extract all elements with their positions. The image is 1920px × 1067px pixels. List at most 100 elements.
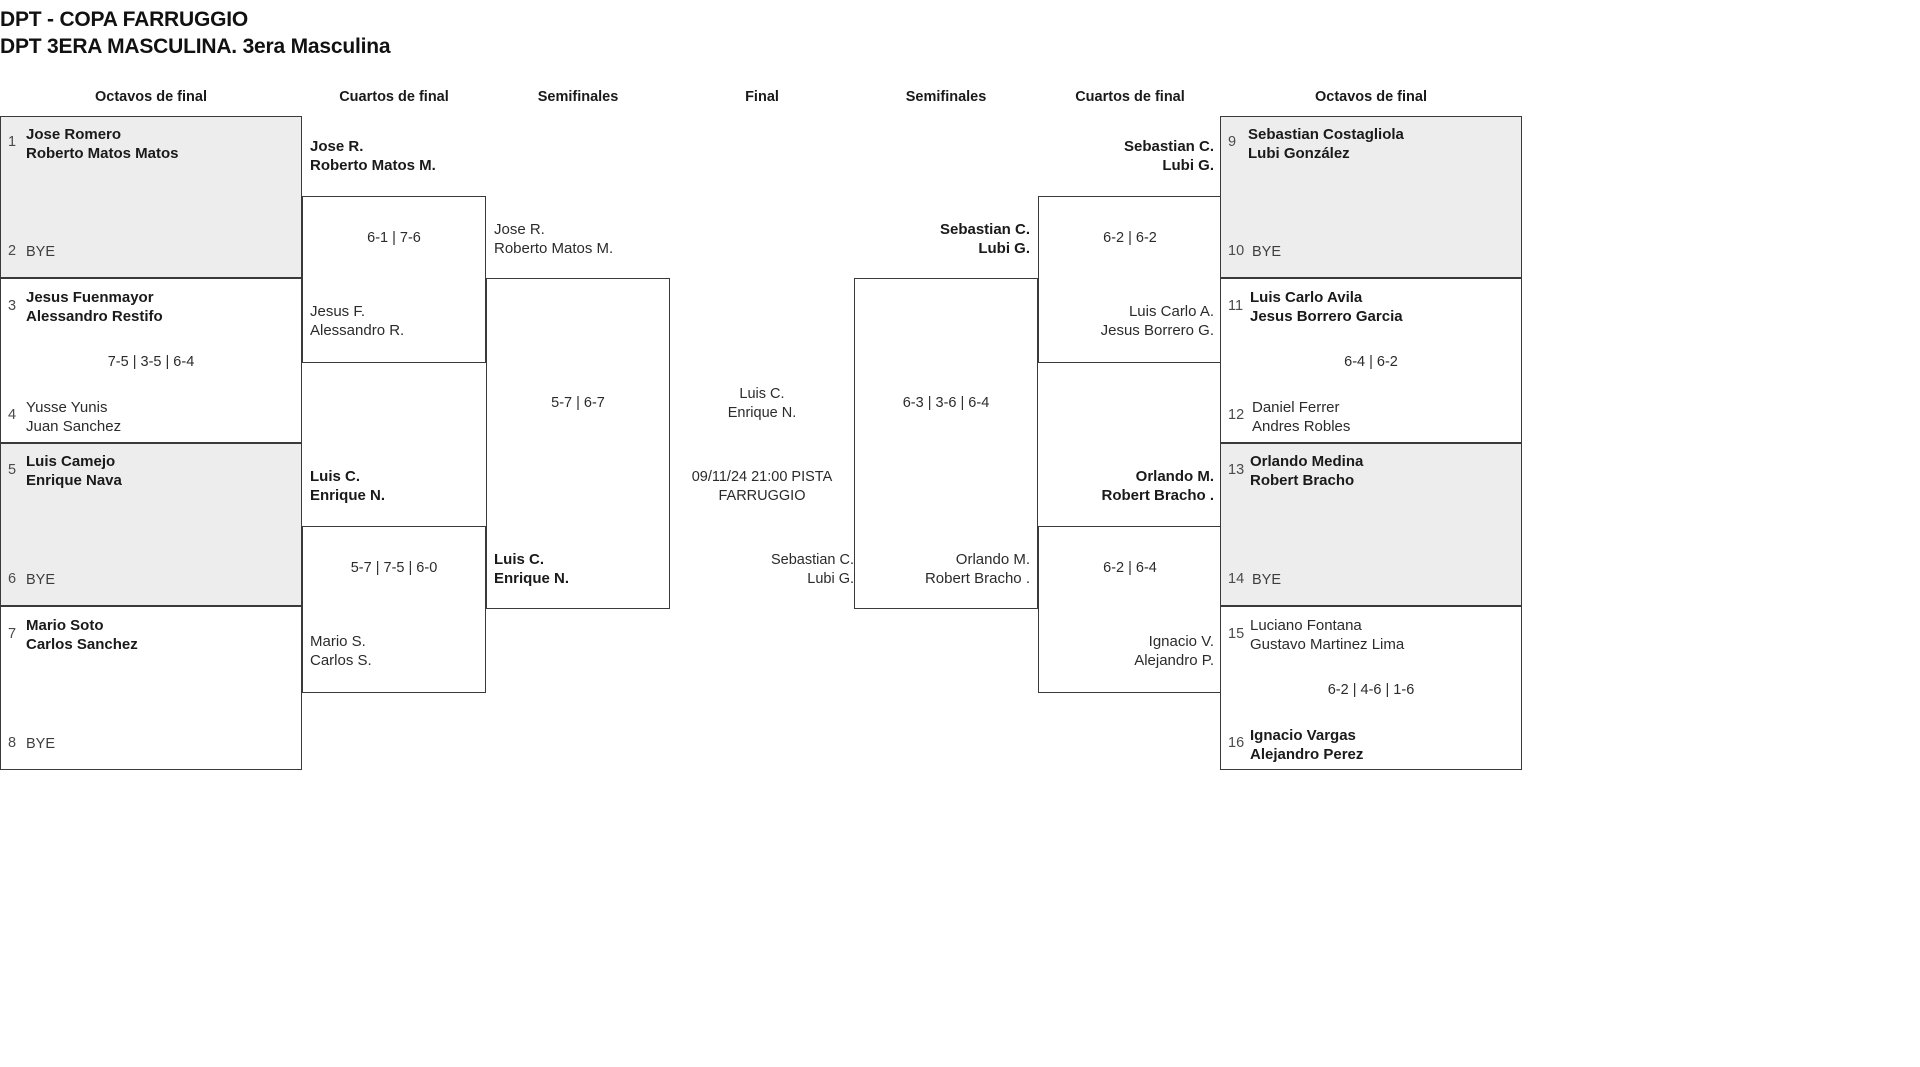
qf-left-4-name-a: Mario S.	[310, 633, 366, 650]
player-name-8a: BYE	[26, 736, 56, 752]
player-name-15a: Luciano Fontana	[1250, 617, 1362, 634]
sf-left-2-name-a: Luis C.	[494, 551, 545, 568]
score-left-sf-m1: 5-7 | 6-7	[551, 395, 605, 411]
player-name-14a: BYE	[1252, 572, 1282, 588]
seed-number-5: 5	[8, 462, 17, 478]
player-name-4b: Juan Sanchez	[26, 418, 122, 435]
player-name-7b: Carlos Sanchez	[26, 636, 138, 653]
qf-left-2-name-a: Jesus F.	[310, 303, 366, 320]
player-name-15b: Gustavo Martinez Lima	[1250, 636, 1405, 653]
score-right-r16-m4: 6-2 | 4-6 | 1-6	[1327, 682, 1415, 698]
qf-left-1-name-a: Jose R.	[310, 138, 364, 155]
player-name-5b: Enrique Nava	[26, 472, 122, 489]
player-name-11a: Luis Carlo Avila	[1250, 289, 1363, 306]
player-name-13a: Orlando Medina	[1250, 453, 1364, 470]
round-header-right-sf: Semifinales	[905, 89, 987, 105]
player-name-11b: Jesus Borrero Garcia	[1250, 308, 1403, 325]
player-name-13b: Robert Bracho	[1250, 472, 1355, 489]
round-header-left-qf: Cuartos de final	[339, 89, 449, 105]
player-name-2a: BYE	[26, 244, 56, 260]
player-name-3a: Jesus Fuenmayor	[26, 289, 154, 306]
connector-right-sf-1	[854, 278, 1038, 609]
seed-number-16: 16	[1228, 735, 1245, 751]
seed-number-7: 7	[8, 626, 17, 642]
seed-box-13-14[interactable]	[1220, 443, 1522, 606]
score-left-r16-m2: 7-5 | 3-5 | 6-4	[107, 354, 195, 370]
seed-number-13: 13	[1228, 462, 1245, 478]
player-name-5a: Luis Camejo	[26, 453, 116, 470]
seed-box-1-2[interactable]	[0, 116, 302, 278]
player-name-7a: Mario Soto	[26, 617, 104, 634]
player-name-10a: BYE	[1252, 244, 1282, 260]
qf-right-4-name-a: Ignacio V.	[1148, 633, 1214, 650]
seed-number-6: 6	[8, 571, 17, 587]
player-name-1b: Roberto Matos Matos	[26, 145, 179, 162]
sf-right-1-name-a: Sebastian C.	[939, 221, 1030, 238]
tournament-name: DPT - COPA FARRUGGIO	[0, 8, 249, 31]
final-schedule-line-2: FARRUGGIO	[718, 488, 806, 504]
player-name-3b: Alessandro Restifo	[26, 308, 163, 325]
seed-box-9-10[interactable]	[1220, 116, 1522, 278]
seed-number-1: 1	[8, 134, 17, 150]
player-name-6a: BYE	[26, 572, 56, 588]
player-name-16a: Ignacio Vargas	[1250, 727, 1356, 744]
score-left-qf-m1: 6-1 | 7-6	[367, 230, 421, 246]
category-name: DPT 3ERA MASCULINA. 3era Masculina	[0, 35, 391, 58]
seed-box-15-16[interactable]	[1220, 606, 1522, 770]
qf-right-2-name-a: Luis Carlo A.	[1128, 303, 1214, 320]
score-left-qf-m2: 5-7 | 7-5 | 6-0	[350, 560, 438, 576]
seed-number-11: 11	[1228, 298, 1244, 314]
sf-left-2-name-b: Enrique N.	[494, 570, 570, 587]
seed-number-8: 8	[8, 735, 17, 751]
player-name-9b: Lubi González	[1248, 145, 1350, 162]
final-bottom-name-a: Sebastian C.	[770, 552, 854, 568]
sf-right-2-name-b: Robert Bracho .	[924, 570, 1030, 587]
player-name-16b: Alejandro Perez	[1250, 746, 1364, 763]
player-name-1a: Jose Romero	[26, 126, 122, 143]
qf-right-3-name-a: Orlando M.	[1135, 468, 1214, 485]
qf-left-3-name-b: Enrique N.	[310, 487, 386, 504]
player-name-12b: Andres Robles	[1252, 418, 1351, 435]
round-header-left-sf: Semifinales	[537, 89, 619, 105]
player-name-9a: Sebastian Costagliola	[1248, 126, 1404, 143]
connector-left-sf-1	[486, 278, 670, 609]
seed-number-10: 10	[1228, 243, 1245, 259]
final-top-name-a: Luis C.	[739, 386, 785, 402]
player-name-12a: Daniel Ferrer	[1252, 399, 1340, 416]
final-bottom-name-b: Lubi G.	[807, 571, 854, 587]
seed-number-15: 15	[1228, 626, 1245, 642]
round-header-final: Final	[745, 89, 779, 105]
seed-box-7-8[interactable]	[0, 606, 302, 770]
connector-left-qf-2	[302, 526, 486, 693]
score-right-qf-m2: 6-2 | 6-4	[1103, 560, 1157, 576]
qf-left-1-name-b: Roberto Matos M.	[310, 157, 436, 174]
seed-number-2: 2	[8, 243, 17, 259]
seed-box-5-6[interactable]	[0, 443, 302, 606]
qf-left-4-name-b: Carlos S.	[310, 652, 372, 669]
seed-number-3: 3	[8, 298, 17, 314]
seed-number-12: 12	[1228, 407, 1245, 423]
round-header-left-r16: Octavos de final	[94, 89, 207, 105]
sf-right-2-name-a: Orlando M.	[955, 551, 1030, 568]
connector-left-qf-1	[302, 196, 486, 363]
seed-box-3-4[interactable]	[0, 278, 302, 443]
seed-box-11-12[interactable]	[1220, 278, 1522, 443]
round-header-right-r16: Octavos de final	[1314, 89, 1427, 105]
qf-right-3-name-b: Robert Bracho .	[1101, 487, 1214, 504]
qf-left-3-name-a: Luis C.	[310, 468, 361, 485]
score-right-qf-m1: 6-2 | 6-2	[1103, 230, 1157, 246]
seed-number-14: 14	[1228, 571, 1245, 587]
qf-left-2-name-b: Alessandro R.	[310, 322, 405, 339]
qf-right-2-name-b: Jesus Borrero G.	[1100, 322, 1214, 339]
page-title: DPT - COPA FARRUGGIO DPT 3ERA MASCULINA.…	[0, 6, 900, 60]
round-header-right-qf: Cuartos de final	[1075, 89, 1185, 105]
final-top-name-b: Enrique N.	[727, 405, 797, 421]
seed-number-4: 4	[8, 407, 17, 423]
final-schedule-line-1: 09/11/24 21:00 PISTA	[691, 469, 833, 485]
qf-right-1-name-a: Sebastian C.	[1123, 138, 1214, 155]
sf-left-1-name-a: Jose R.	[494, 221, 545, 238]
seed-number-9: 9	[1228, 134, 1237, 150]
score-right-r16-m2: 6-4 | 6-2	[1344, 354, 1398, 370]
player-name-4a: Yusse Yunis	[26, 399, 108, 416]
qf-right-4-name-b: Alejandro P.	[1134, 652, 1214, 669]
